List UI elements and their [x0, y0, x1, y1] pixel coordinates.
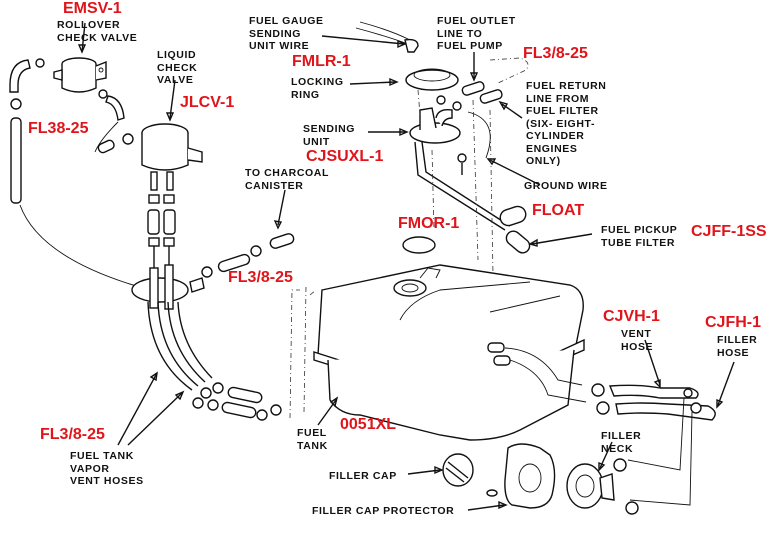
- label-ground-wire: GROUND WIRE: [524, 180, 608, 192]
- label-filler-cap-protector: FILLER CAP PROTECTOR: [312, 505, 455, 517]
- part-number-fuel-lines: FL3/8-25: [523, 45, 588, 62]
- vent-hose-bundle-drawing: [117, 264, 307, 446]
- label-vapor-vent-hoses: FUEL TANK VAPOR VENT HOSES: [70, 450, 144, 487]
- label-filler-neck: FILLER NECK: [601, 430, 642, 455]
- part-number-liquid-check-valve: JLCV-1: [180, 94, 235, 111]
- fuel-tank-drawing: [309, 264, 587, 441]
- part-number-pickup-filter: CJFF-1SS: [691, 223, 767, 240]
- label-vent-hose: VENT HOSE: [621, 328, 654, 353]
- vent-filler-hose-drawing: [591, 339, 735, 506]
- label-filler-cap: FILLER CAP: [329, 470, 397, 482]
- canister-hose-drawing: [201, 189, 295, 278]
- filler-cap-drawing: [407, 453, 474, 487]
- liquid-check-valve-drawing: [141, 79, 203, 272]
- filler-cap-protector-drawing: [467, 443, 556, 511]
- label-to-charcoal-canister: TO CHARCOAL CANISTER: [245, 167, 329, 192]
- label-fuel-return: FUEL RETURN LINE FROM FUEL FILTER (SIX- …: [526, 80, 607, 167]
- label-filler-hose: FILLER HOSE: [717, 334, 758, 359]
- part-number-filler-hose: CJFH-1: [705, 314, 762, 331]
- left-hose-drawing: [9, 58, 151, 291]
- label-fuel-gauge-wire: FUEL GAUGE SENDING UNIT WIRE: [249, 15, 324, 52]
- part-number-canister-hose: FL3/8-25: [228, 269, 293, 286]
- part-number-sending-unit: CJSUXL-1: [306, 148, 384, 165]
- part-number-o-ring: FMOR-1: [398, 215, 460, 232]
- label-sending-unit: SENDING UNIT: [303, 123, 356, 148]
- part-number-left-hose: FL38-25: [28, 120, 89, 137]
- label-locking-ring: LOCKING RING: [291, 76, 344, 101]
- part-number-fuel-tank: 0051XL: [340, 416, 397, 433]
- part-number-float: FLOAT: [532, 202, 585, 219]
- rollover-check-valve-drawing: [53, 22, 107, 93]
- label-liquid-check-valve: LIQUID CHECK VALVE: [157, 49, 198, 86]
- sending-unit-drawing: [321, 21, 593, 254]
- o-ring-drawing: [402, 236, 436, 254]
- part-number-vent-hose: CJVH-1: [603, 308, 660, 325]
- label-fuel-tank: FUEL TANK: [297, 427, 328, 452]
- part-number-vent-hoses: FL3/8-25: [40, 426, 105, 443]
- label-fuel-outlet: FUEL OUTLET LINE TO FUEL PUMP: [437, 15, 516, 52]
- part-number-locking-ring: FMLR-1: [292, 53, 351, 70]
- filler-neck-drawing: [566, 441, 639, 515]
- label-rollover-check-valve: ROLLOVER CHECK VALVE: [57, 19, 138, 44]
- label-pickup-filter: FUEL PICKUP TUBE FILTER: [601, 224, 678, 249]
- part-number-rollover-check-valve: EMSV-1: [63, 0, 122, 17]
